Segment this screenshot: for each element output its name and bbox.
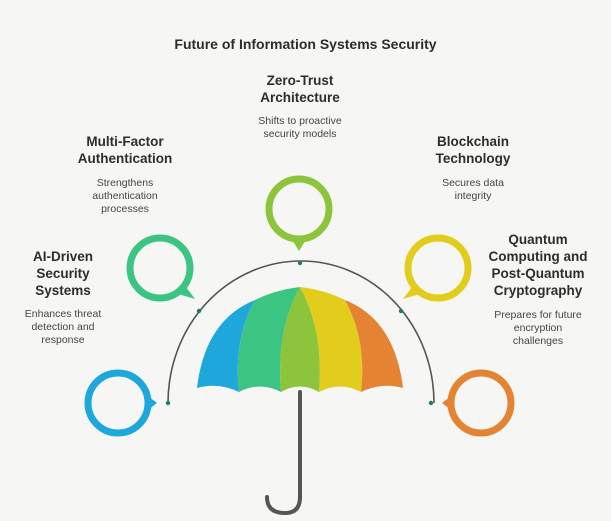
diagram-title: Future of Information Systems Security	[174, 36, 437, 52]
heading-blockchain: Blockchain Technology	[435, 134, 511, 166]
canopy-panel-3	[280, 287, 320, 392]
desc-multi-factor: Strengthens authentication processes	[92, 177, 158, 215]
bubble-blockchain	[403, 234, 472, 302]
bubble-quantum	[442, 369, 515, 437]
desc-quantum: Prepares for future encryption challenge…	[494, 309, 582, 347]
connector-dot-4	[398, 308, 404, 314]
heading-zero-trust: Zero-Trust Architecture	[260, 73, 340, 105]
heading-quantum: Quantum Computing and Post-Quantum Crypt…	[488, 232, 588, 298]
canopy-panel-4	[300, 287, 363, 392]
canopy-panel-5	[345, 300, 403, 392]
connector-dot-5	[428, 400, 434, 406]
connector-dot-3	[297, 260, 303, 266]
heading-ai-driven: AI-Driven Security Systems	[32, 249, 93, 298]
desc-blockchain: Secures data integrity	[442, 177, 504, 202]
heading-multi-factor: Multi-Factor Authentication	[77, 134, 173, 166]
bubble-multi-factor	[126, 234, 195, 302]
umbrella-handle	[265, 390, 302, 516]
canopy-panel-2	[237, 287, 300, 392]
umbrella-canopy	[197, 287, 403, 392]
bubble-ai-driven	[84, 369, 157, 437]
desc-zero-trust: Shifts to proactive security models	[258, 115, 342, 140]
bubble-zero-trust	[265, 175, 333, 251]
canopy-panel-1	[197, 300, 255, 392]
connector-dot-1	[165, 400, 171, 406]
connector-dot-2	[196, 308, 202, 314]
desc-ai-driven: Enhances threat detection and response	[24, 308, 102, 346]
